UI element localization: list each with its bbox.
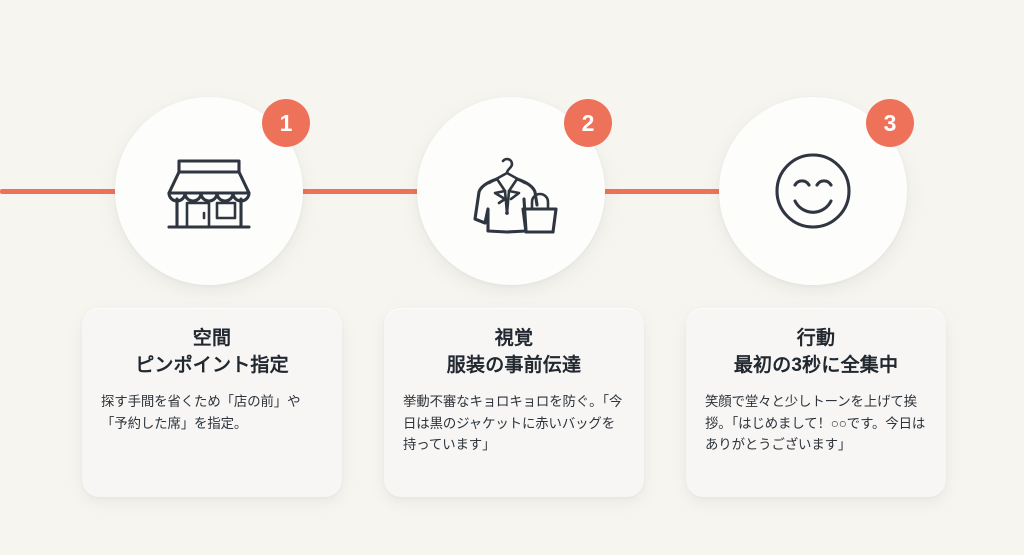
storefront-icon — [167, 159, 251, 229]
step-2-number-badge: 2 — [564, 99, 612, 147]
step-1-title-main: ピンポイント指定 — [135, 354, 289, 376]
jacket-and-tote-bag-icon — [473, 157, 558, 234]
connector-line-segment-one-to-two — [300, 189, 432, 194]
step-2-circle-surface — [417, 97, 605, 285]
step-2-title-main: 服装の事前伝達 — [446, 354, 582, 376]
step-1-number-badge: 1 — [262, 99, 310, 147]
step-2-icon-circle[interactable]: 2 — [417, 97, 612, 285]
connector-line-segment-two-to-three — [602, 189, 732, 194]
step-1-title-lead: 空間 — [192, 328, 232, 349]
step-2-title: 視覚 服装の事前伝達 — [400, 326, 628, 380]
step-3-title-lead: 行動 — [796, 328, 836, 349]
step-1-body: 探す手間を省くため「店の前」や「予約した席」を指定。 — [101, 393, 301, 431]
step-3-icon-circle[interactable]: 3 — [719, 97, 914, 285]
smiley-face-icon — [775, 153, 851, 229]
step-2-body: 挙動不審なキョロキョロを防ぐ。「今日は黒のジャケットに赤いバッグを持っています」 — [403, 393, 623, 453]
step-2-text-card: 視覚 服装の事前伝達 挙動不審なキョロキョロを防ぐ。「今日は黒のジャケットに赤い… — [384, 308, 644, 497]
step-1-text-card: 空間 ピンポイント指定 探す手間を省くため「店の前」や「予約した席」を指定。 — [82, 308, 342, 497]
step-3-text-card: 行動 最初の3秒に全集中 笑顔で堂々と少しトーンを上げて挨拶。「はじめまして！○… — [686, 308, 946, 497]
step-2-title-lead: 視覚 — [494, 328, 534, 349]
step-3-title-main: 最初の3秒に全集中 — [733, 354, 899, 376]
step-3-body: 笑顔で堂々と少しトーンを上げて挨拶。「はじめまして！○○です。今日はありがとうご… — [705, 393, 926, 453]
step-1-title: 空間 ピンポイント指定 — [98, 326, 326, 380]
step-3-title: 行動 最初の3秒に全集中 — [702, 326, 930, 380]
step-3-number-badge: 3 — [866, 99, 914, 147]
connector-line-segment-left — [0, 189, 118, 194]
step-1-icon-circle[interactable]: 1 — [115, 97, 310, 285]
